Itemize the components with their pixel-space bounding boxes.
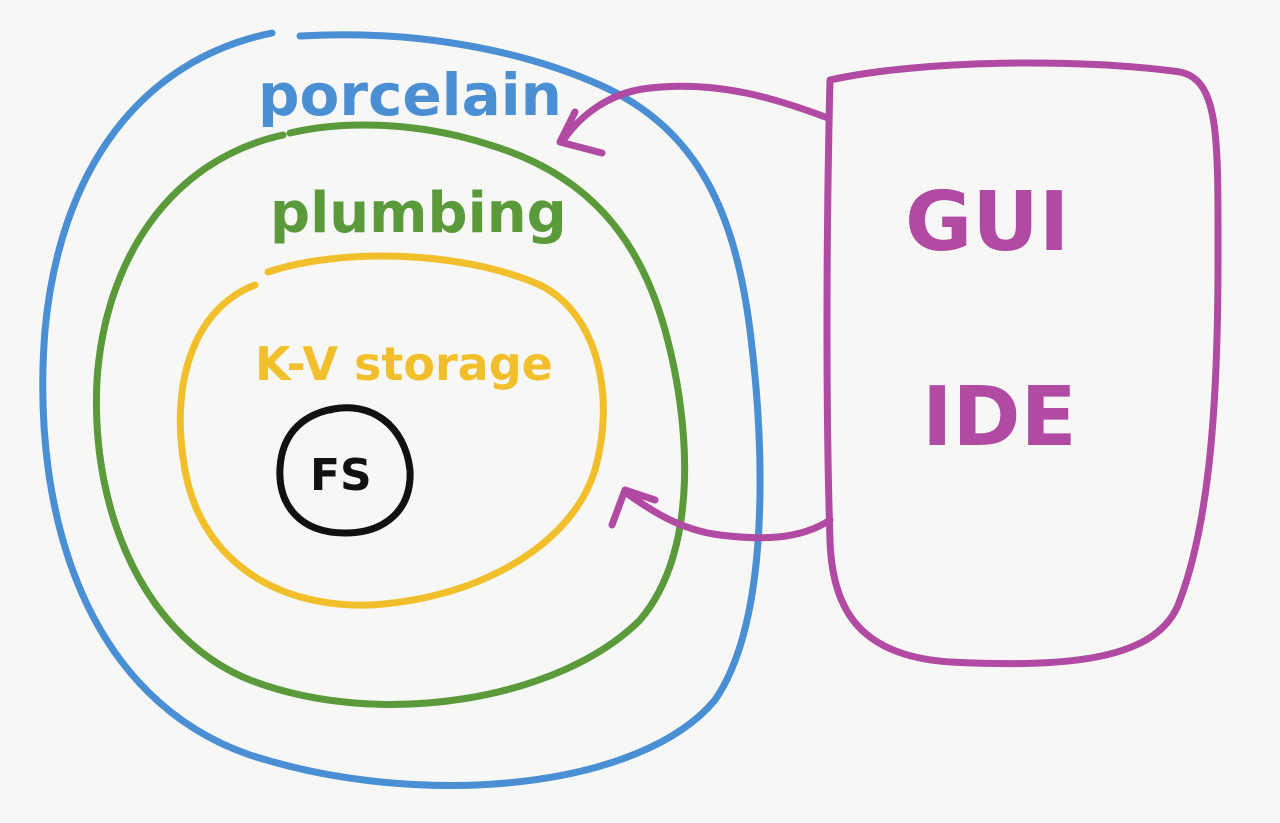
arrow-to-porcelain — [558, 82, 832, 146]
arrow-head-porcelain — [556, 108, 606, 157]
arrow-head-kv-storage — [608, 486, 659, 529]
ide-label: IDE — [922, 370, 1077, 465]
fs-circle — [276, 404, 414, 537]
arrow-to-kv-storage — [621, 488, 834, 542]
porcelain-label: porcelain — [258, 61, 562, 129]
plumbing-ring — [92, 121, 689, 708]
plumbing-label: plumbing — [270, 181, 567, 246]
kv-storage-label: K-V storage — [255, 337, 553, 391]
gui-label: GUI — [905, 175, 1069, 270]
kv-storage-ring — [176, 252, 607, 609]
client-box — [823, 59, 1222, 668]
fs-label: FS — [310, 450, 372, 501]
porcelain-ring — [39, 29, 764, 789]
